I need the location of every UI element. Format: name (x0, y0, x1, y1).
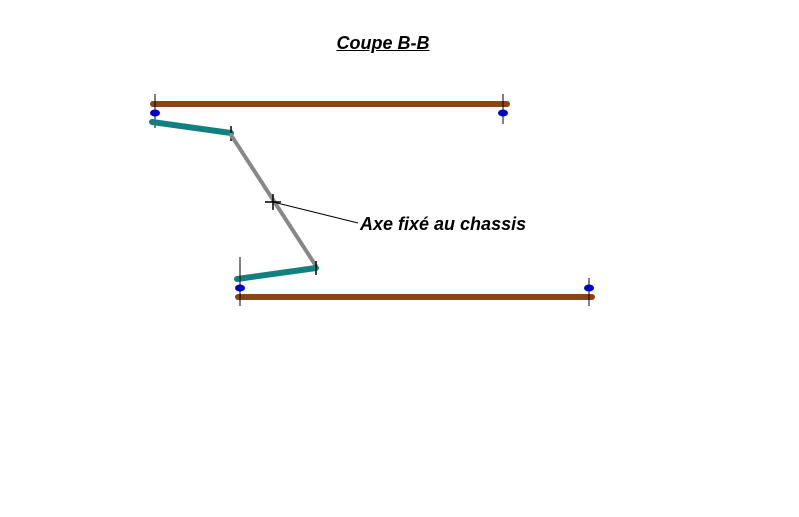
upper-arm (149, 119, 234, 136)
lower-right-pivot (584, 284, 594, 292)
upper-left-pivot (150, 109, 160, 117)
axis-annotation: Axe fixé au chassis (360, 214, 527, 234)
lower-arm (234, 265, 319, 282)
upper-right-pivot (498, 109, 508, 117)
diagram-title: Coupe B-B (336, 33, 430, 53)
leader-line (272, 201, 359, 224)
lower-left-pivot (235, 284, 245, 292)
